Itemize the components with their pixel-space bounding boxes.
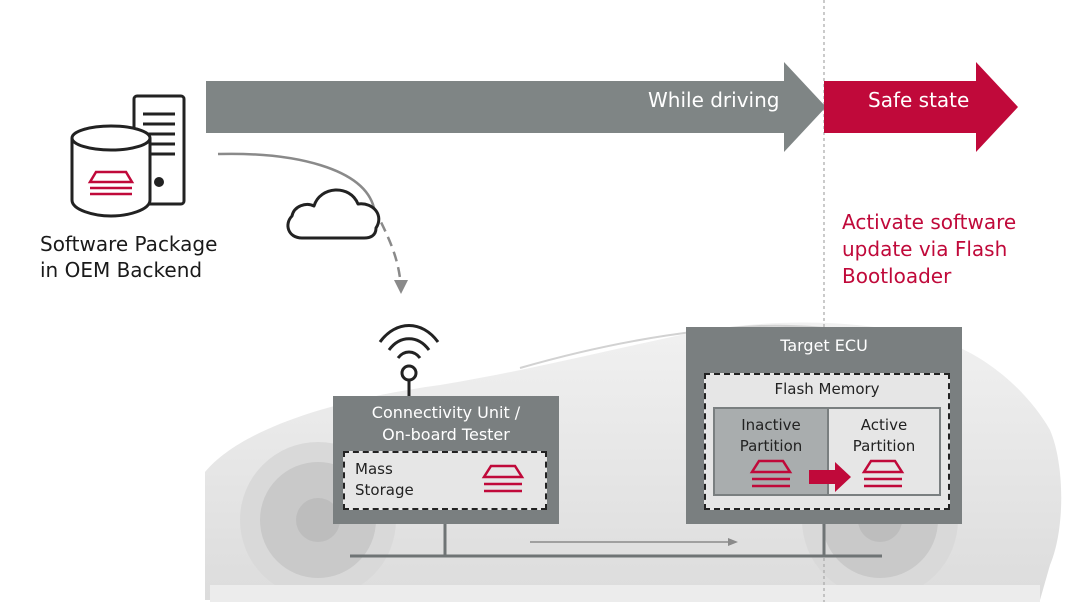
backend-label-line2: in OEM Backend [40, 258, 203, 282]
activation-note-line3: Bootloader [842, 264, 952, 288]
target-ecu-title: Target ECU [780, 336, 868, 355]
mass-storage-box [343, 451, 547, 510]
phase-separator-line [823, 0, 825, 602]
mass-storage-line2: Storage [355, 481, 414, 499]
database-icon [70, 124, 152, 218]
mass-storage-label: Mass Storage [355, 459, 414, 501]
connectivity-unit-title-line1: Connectivity Unit / [371, 403, 521, 422]
flash-memory-label: Flash Memory [774, 380, 880, 398]
safe-state-label: Safe state [868, 88, 970, 112]
partitions-frame [713, 407, 941, 496]
backend-label: Software Package in OEM Backend [40, 231, 217, 283]
activation-note-line2: update via Flash [842, 237, 1008, 261]
wifi-antenna-icon [378, 324, 440, 400]
active-software-stack-icon [861, 459, 905, 488]
while-driving-label: While driving [648, 88, 780, 112]
active-partition-line1: Active [860, 416, 908, 434]
activation-note-line1: Activate software [842, 210, 1017, 234]
mass-storage-line1: Mass [355, 460, 393, 478]
inactive-partition-line1: Inactive [741, 416, 801, 434]
activation-note: Activate software update via Flash Bootl… [842, 209, 1016, 290]
cloud-icon [286, 188, 381, 240]
vehicle-bus [350, 524, 882, 558]
inactive-partition-line2: Partition [739, 437, 803, 455]
safe-state-arrow [824, 62, 1018, 152]
active-partition-label: Active Partition [829, 415, 939, 457]
inactive-partition-label: Inactive Partition [715, 415, 827, 457]
software-stack-icon [481, 464, 525, 493]
connectivity-unit-title: Connectivity Unit / On-board Tester [333, 402, 559, 446]
connectivity-unit-title-line2: On-board Tester [382, 425, 510, 444]
active-partition-line2: Partition [852, 437, 916, 455]
partition-divider [827, 409, 829, 494]
transfer-arrow-icon [809, 462, 851, 492]
backend-label-line1: Software Package [40, 232, 218, 256]
while-driving-arrow [206, 62, 826, 152]
inactive-software-stack-icon [749, 459, 793, 488]
